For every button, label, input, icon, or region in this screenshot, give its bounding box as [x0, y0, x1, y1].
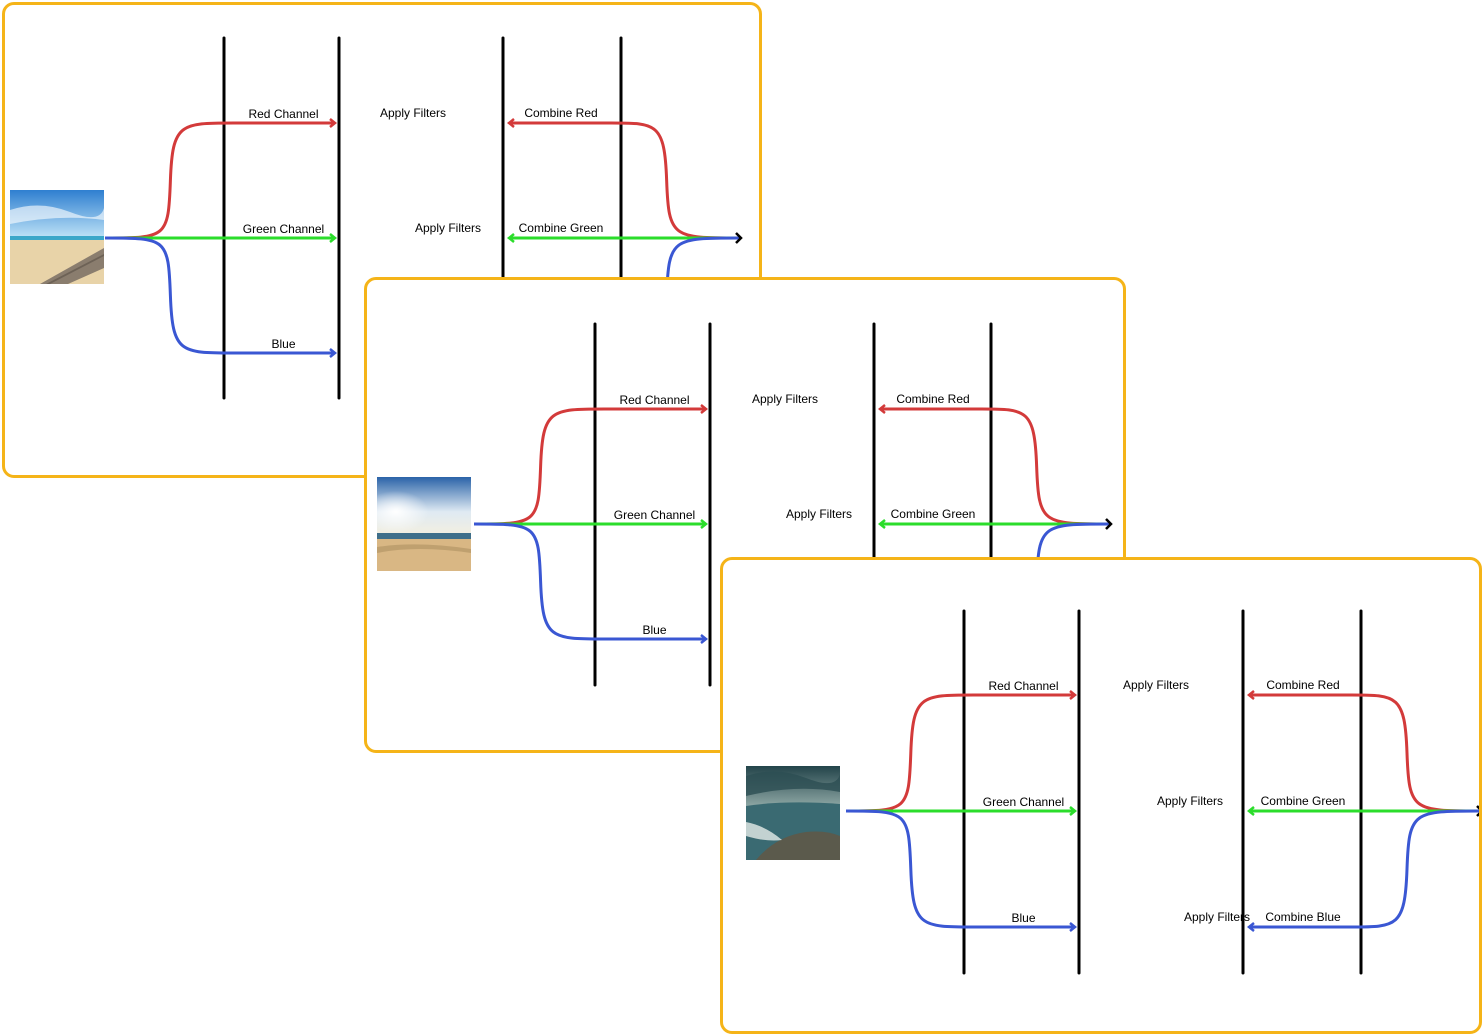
- red-filter-label: Apply Filters: [380, 106, 446, 120]
- red-combine-label: Combine Red: [896, 392, 969, 406]
- blue-filter-label: Apply Filters: [1184, 910, 1250, 924]
- red-filter-label: Apply Filters: [752, 392, 818, 406]
- green-split-arrowhead: [329, 233, 338, 243]
- red-split-path: [473, 407, 706, 526]
- red-combine-arrowhead: [506, 118, 515, 128]
- blue-split-label: Blue: [1011, 911, 1035, 925]
- red-combine-label: Combine Red: [524, 106, 597, 120]
- blue-split-arrowhead: [700, 634, 709, 644]
- red-combine-arrowhead: [877, 404, 886, 414]
- red-combine-label: Combine Red: [1266, 678, 1339, 692]
- blue-split-label: Blue: [642, 623, 666, 637]
- green-combine-label: Combine Green: [891, 507, 976, 521]
- green-combine-arrowhead: [506, 233, 515, 243]
- green-combine-arrowhead: [877, 519, 886, 529]
- blue-combine-label: Combine Blue: [1265, 910, 1341, 924]
- green-split-label: Green Channel: [243, 222, 324, 236]
- red-combine-path: [880, 407, 1111, 526]
- red-split-arrowhead: [700, 404, 709, 414]
- blue-split-path: [845, 809, 1075, 929]
- output-arrowhead: [735, 232, 743, 244]
- green-split-label: Green Channel: [983, 795, 1064, 809]
- green-combine-label: Combine Green: [519, 221, 604, 235]
- red-split-path: [104, 121, 335, 240]
- green-filter-label: Apply Filters: [786, 507, 852, 521]
- green-combine-label: Combine Green: [1261, 794, 1346, 808]
- green-split-label: Green Channel: [614, 508, 695, 522]
- red-split-label: Red Channel: [248, 107, 318, 121]
- beach-sunrise-image: [377, 477, 471, 571]
- blue-split-arrowhead: [329, 348, 338, 358]
- blue-split-arrowhead: [1069, 922, 1078, 932]
- red-split-label: Red Channel: [988, 679, 1058, 693]
- green-filter-label: Apply Filters: [1157, 794, 1223, 808]
- beach-boardwalk-image: [10, 190, 104, 284]
- red-split-arrowhead: [1069, 690, 1078, 700]
- red-split-label: Red Channel: [619, 393, 689, 407]
- red-combine-arrowhead: [1246, 690, 1255, 700]
- green-combine-arrowhead: [1246, 806, 1255, 816]
- green-filter-label: Apply Filters: [415, 221, 481, 235]
- blue-split-label: Blue: [271, 337, 295, 351]
- red-combine-path: [1249, 693, 1479, 813]
- stormy-coast-image: [746, 766, 840, 860]
- blue-split-path: [473, 522, 706, 641]
- blue-combine-path: [1249, 809, 1479, 929]
- red-combine-path: [509, 121, 741, 240]
- output-arrowhead: [1105, 518, 1113, 530]
- green-split-arrowhead: [1069, 806, 1078, 816]
- red-split-arrowhead: [329, 118, 338, 128]
- output-arrowhead: [1476, 805, 1479, 817]
- blue-split-path: [104, 236, 335, 355]
- red-filter-label: Apply Filters: [1123, 678, 1189, 692]
- green-split-arrowhead: [700, 519, 709, 529]
- red-split-path: [845, 693, 1075, 813]
- blue-combine-arrowhead: [1246, 922, 1255, 932]
